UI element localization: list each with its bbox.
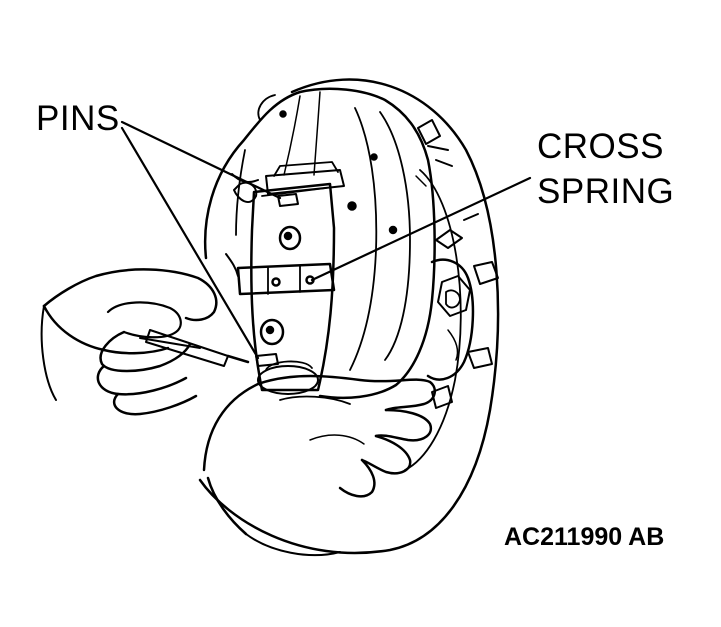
wheel-hub — [426, 213, 499, 409]
figure-id: AC211990 AB — [504, 523, 665, 551]
brake-pad-assembly — [250, 161, 345, 395]
cross-spring-label-line2: SPRING — [537, 172, 675, 211]
pins-label: PINS — [36, 99, 120, 138]
cross-spring-leader-line — [310, 176, 532, 282]
right-hand — [202, 374, 437, 557]
cross-spring — [225, 253, 336, 296]
cross-spring-label-line1: CROSS — [537, 127, 664, 166]
brake-rotor — [198, 78, 500, 555]
pins-leader-lines — [120, 120, 282, 360]
left-hand — [40, 268, 250, 416]
caliper-body — [203, 87, 453, 400]
